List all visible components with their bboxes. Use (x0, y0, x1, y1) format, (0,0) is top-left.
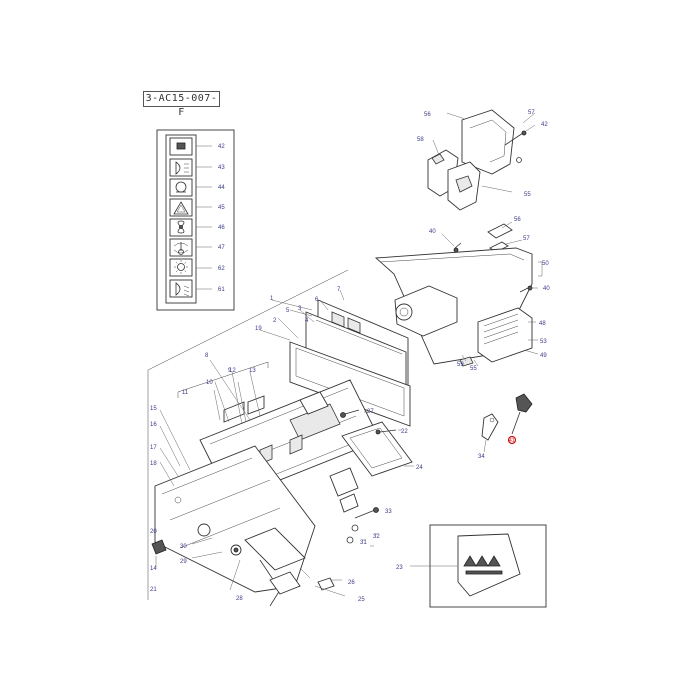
callout-22: 22 (401, 429, 408, 435)
callout-31: 31 (360, 540, 367, 546)
cowl-washer (516, 157, 522, 163)
callout-2: 2 (273, 318, 277, 324)
callout-7: 7 (337, 287, 341, 293)
callout-9: 9 (228, 368, 232, 374)
callout-11: 11 (182, 390, 189, 396)
washer-32 (351, 524, 359, 532)
cowl-screw (504, 132, 524, 146)
callout-3: 3 (298, 306, 302, 312)
callout-30: 30 (180, 544, 187, 550)
screw-22 (375, 429, 397, 435)
callout-33: 33 (385, 509, 392, 515)
callout-24: 24 (416, 465, 423, 471)
decal-inset (410, 524, 547, 608)
symbol-panel: 42 43 44 45 46 47 62 61 (156, 129, 235, 311)
triple-triangle-logo (463, 555, 503, 575)
callout-55: 55 (524, 192, 531, 198)
callout-16: 16 (150, 422, 157, 428)
callout-59: 59 (457, 362, 464, 368)
callout-40-upper: 40 (429, 229, 436, 235)
plug-14 (151, 539, 167, 555)
callout-5: 5 (286, 308, 290, 314)
callout-56: 56 (424, 112, 431, 118)
cover-plate (341, 421, 413, 477)
symbol-label-61: 61 (218, 287, 225, 293)
callout-10: 10 (206, 380, 213, 386)
callout-34: 34 (478, 454, 485, 460)
highlighted-part-41 (507, 393, 533, 445)
sun-icon (169, 258, 193, 277)
callout-27: 27 (367, 409, 374, 415)
callout-26: 26 (348, 580, 355, 586)
battery-icon (169, 137, 193, 156)
oil-can-icon (169, 178, 193, 197)
callout-20: 20 (150, 529, 157, 535)
symbol-label-45: 45 (218, 205, 225, 211)
assembly-bracket-line (147, 269, 349, 600)
callout-13: 13 (249, 368, 256, 374)
symbol-label-46: 46 (218, 225, 225, 231)
screw-27 (340, 409, 360, 418)
callout-14: 14 (150, 566, 157, 572)
callout-57: 57 (528, 110, 535, 116)
connector-26 (317, 577, 342, 591)
callout-25: 25 (358, 597, 365, 603)
washer-31 (346, 536, 354, 544)
symbol-label-42: 42 (218, 144, 225, 150)
fan-icon (169, 218, 193, 237)
callout-4: 4 (305, 318, 309, 324)
bolt-33 (354, 507, 379, 519)
callout-19: 19 (255, 326, 262, 332)
callout-21: 21 (150, 587, 157, 593)
callout-41: 41 (509, 438, 515, 444)
side-panel (477, 307, 533, 363)
callout-48: 48 (539, 321, 546, 327)
callout-55-lower: 55 (470, 366, 477, 372)
ignition-knob (395, 303, 413, 321)
cowl-assembly (427, 109, 527, 211)
symbol-label-62: 62 (218, 266, 225, 272)
callout-23: 23 (396, 565, 403, 571)
dash-backing-plate (154, 445, 316, 607)
highlight-ring (507, 435, 517, 445)
temperature-icon (169, 238, 193, 257)
callout-8: 8 (205, 353, 209, 359)
symbol-label-47: 47 (218, 245, 225, 251)
callout-15: 15 (150, 406, 157, 412)
hazard-triangle-icon (169, 198, 193, 217)
callout-56-lower: 56 (514, 217, 521, 223)
symbol-label-43: 43 (218, 165, 225, 171)
callout-57-lower: 57 (523, 236, 530, 242)
instrument-hood (374, 247, 533, 367)
callout-49: 49 (540, 353, 547, 359)
low-beam-icon (169, 279, 193, 298)
callout-42: 42 (541, 122, 548, 128)
callout-6: 6 (315, 297, 319, 303)
callout-29: 29 (180, 559, 187, 565)
callout-40-lower: 40 (543, 286, 550, 292)
callout-28: 28 (236, 596, 243, 602)
switch-housing (394, 285, 458, 337)
callout-50: 50 (542, 261, 549, 267)
callout-53: 53 (540, 339, 547, 345)
callout-1: 1 (270, 296, 274, 302)
callout-17: 17 (150, 445, 157, 451)
callout-12: 12 (229, 368, 236, 374)
key-fob (481, 413, 499, 441)
diagram-reference-code: 3-AC15-007-F (143, 91, 220, 118)
symbol-label-44: 44 (218, 185, 225, 191)
callout-18: 18 (150, 461, 157, 467)
callout-32: 32 (373, 534, 380, 540)
headlight-icon (169, 158, 193, 177)
callout-58: 58 (417, 137, 424, 143)
